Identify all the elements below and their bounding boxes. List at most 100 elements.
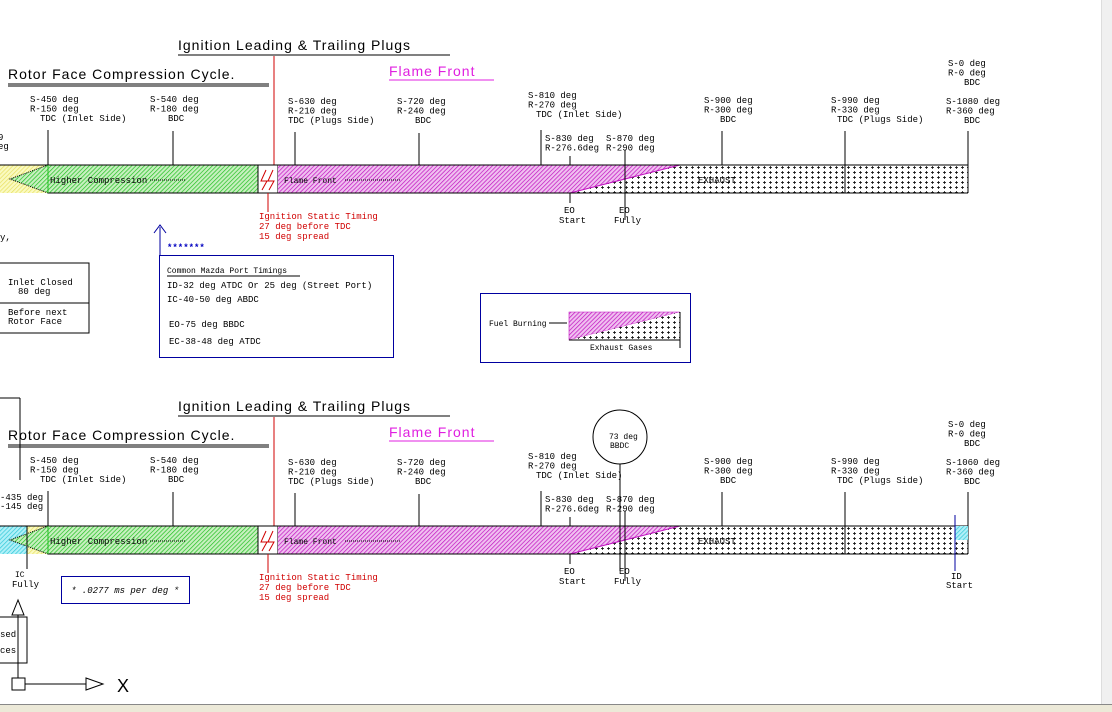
legend-box: Fuel Burning Exhaust Gases — [480, 293, 691, 363]
tick-label: S-990 deg — [831, 96, 880, 106]
tick-label: S-450 deg — [30, 456, 79, 466]
flame-front-title: Flame Front — [389, 424, 475, 440]
arrow-up-icon — [153, 224, 167, 234]
eo-start-label: Start — [559, 577, 586, 587]
compression-cycle-title: Rotor Face Compression Cycle. — [8, 427, 235, 443]
ucs-icon: X — [11, 615, 129, 696]
tick-label: R-330 deg — [831, 467, 880, 477]
tick-label: R-180 deg — [150, 105, 199, 115]
tick-label: S-540 deg — [150, 456, 199, 466]
ignition-note: Ignition Static Timing — [259, 573, 378, 583]
tick-label: S-900 deg — [704, 96, 753, 106]
left-clipped-label: 9 — [0, 133, 3, 143]
tick-label: R-150 deg — [30, 105, 79, 115]
tick-label: R-330 deg — [831, 106, 880, 116]
bbdc-callout-label: 73 deg — [609, 433, 638, 442]
tick-label: S-450 deg — [30, 95, 79, 105]
tick-label: BDC — [964, 439, 981, 449]
ms-per-deg-text: * .0277 ms per deg * — [71, 586, 179, 596]
inlet-closed-label: Inlet Closed — [8, 278, 73, 288]
exhaust-label: EXHAUST — [698, 537, 736, 547]
tick-label: BDC — [964, 477, 981, 487]
tick-label: S-0 deg — [948, 420, 986, 430]
port-timings-heading: Common Mazda Port Timings — [167, 267, 287, 276]
tick-label: S-630 deg — [288, 458, 337, 468]
compression-zone — [48, 526, 258, 554]
left-clipped-label: eg — [0, 142, 9, 152]
tick-label: R-300 deg — [704, 467, 753, 477]
tick-label: R-300 deg — [704, 106, 753, 116]
tick-label: R-276.6deg — [545, 505, 599, 515]
legend-exhaust-gases: Exhaust Gases — [590, 344, 653, 353]
tick-label: R-210 deg — [288, 468, 337, 478]
ignition-note: 27 deg before TDC — [259, 583, 351, 593]
ignition-note: 15 deg spread — [259, 593, 329, 603]
flame-front-label: Flame Front — [284, 538, 337, 547]
ignition-spark-box — [257, 525, 279, 555]
ignition-spark-box — [257, 164, 279, 194]
tick-label: BDC — [168, 475, 185, 485]
exhaust-label: EXHAUST — [698, 176, 736, 186]
inlet-closed-box: Inlet Closed 80 deg Before next Rotor Fa… — [0, 262, 90, 334]
tick-label: S-720 deg — [397, 97, 446, 107]
intake-open-zone — [955, 526, 968, 540]
tick-label: TDC (Inlet Side) — [536, 471, 622, 481]
ms-per-deg-note: * .0277 ms per deg * — [61, 576, 190, 604]
ignition-title: Ignition Leading & Trailing Plugs — [178, 398, 411, 414]
tick-label: R-180 deg — [150, 466, 199, 476]
port-timing-line: ID-32 deg ATDC Or 25 deg (Street Port) — [167, 281, 372, 291]
flame-front-label: Flame Front — [284, 177, 337, 186]
spark-icon — [260, 169, 275, 191]
eo-start-label: EO — [564, 206, 575, 216]
ignition-note: 15 deg spread — [259, 232, 329, 242]
ignition-title: Ignition Leading & Trailing Plugs — [178, 37, 411, 53]
triangle-marker-icon — [11, 598, 25, 616]
tick-label: R-240 deg — [397, 107, 446, 117]
spark-icon — [260, 530, 275, 552]
tick-label: S-1080 deg — [946, 97, 1000, 107]
tick-label: R-290 deg — [606, 144, 655, 154]
compression-cycle-title: Rotor Face Compression Cycle. — [8, 66, 235, 82]
tick-label: R-0 deg — [948, 69, 986, 79]
lower-left-text: sed — [0, 630, 16, 640]
tick-label: S-900 deg — [704, 457, 753, 467]
eo-start-label: EO — [564, 567, 575, 577]
bbdc-callout-label: BBDC — [610, 442, 629, 451]
tick-label: S-990 deg — [831, 457, 880, 467]
ignition-note: Ignition Static Timing — [259, 212, 378, 222]
tick-label: BDC — [720, 476, 737, 486]
port-timing-line: IC-40-50 deg ABDC — [167, 295, 259, 305]
legend-fuel-burning: Fuel Burning — [489, 320, 547, 329]
layout-tabs-bar[interactable] — [0, 704, 1112, 712]
id-start-label: ID — [951, 572, 962, 582]
ic-fully-label: IC — [15, 571, 25, 580]
tick-label: BDC — [415, 477, 432, 487]
tick-label: BDC — [964, 78, 981, 88]
left-fragment-label: y, — [0, 233, 11, 243]
tick-label: BDC — [964, 116, 981, 126]
tick-label: R-290 deg — [606, 505, 655, 515]
flame-front-zone — [278, 526, 680, 554]
vertical-scrollbar[interactable] — [1101, 0, 1112, 704]
tick-label: S-540 deg — [150, 95, 199, 105]
tick-label: TDC (Plugs Side) — [288, 116, 374, 126]
tick-label: BDC — [168, 114, 185, 124]
tick-label: R-150 deg — [30, 466, 79, 476]
port-timing-line: EO-75 deg BBDC — [169, 320, 245, 330]
tick-label: TDC (Inlet Side) — [40, 475, 126, 485]
id-start-label: Start — [946, 581, 973, 591]
tick-label: R-210 deg — [288, 107, 337, 117]
tick-label: R-0 deg — [948, 430, 986, 440]
tick-label: TDC (Plugs Side) — [288, 477, 374, 487]
ucs-x-label: X — [117, 676, 129, 696]
tick-label: R-240 deg — [397, 468, 446, 478]
tick-label: S-870 deg — [606, 134, 655, 144]
tick-label: R-360 deg — [946, 107, 995, 117]
inlet-closed-value: 80 deg — [18, 287, 50, 297]
ignition-note: 27 deg before TDC — [259, 222, 351, 232]
before-next-label: Before next — [8, 308, 67, 318]
tick-label: BDC — [720, 115, 737, 125]
tick-label: TDC (Inlet Side) — [536, 110, 622, 120]
